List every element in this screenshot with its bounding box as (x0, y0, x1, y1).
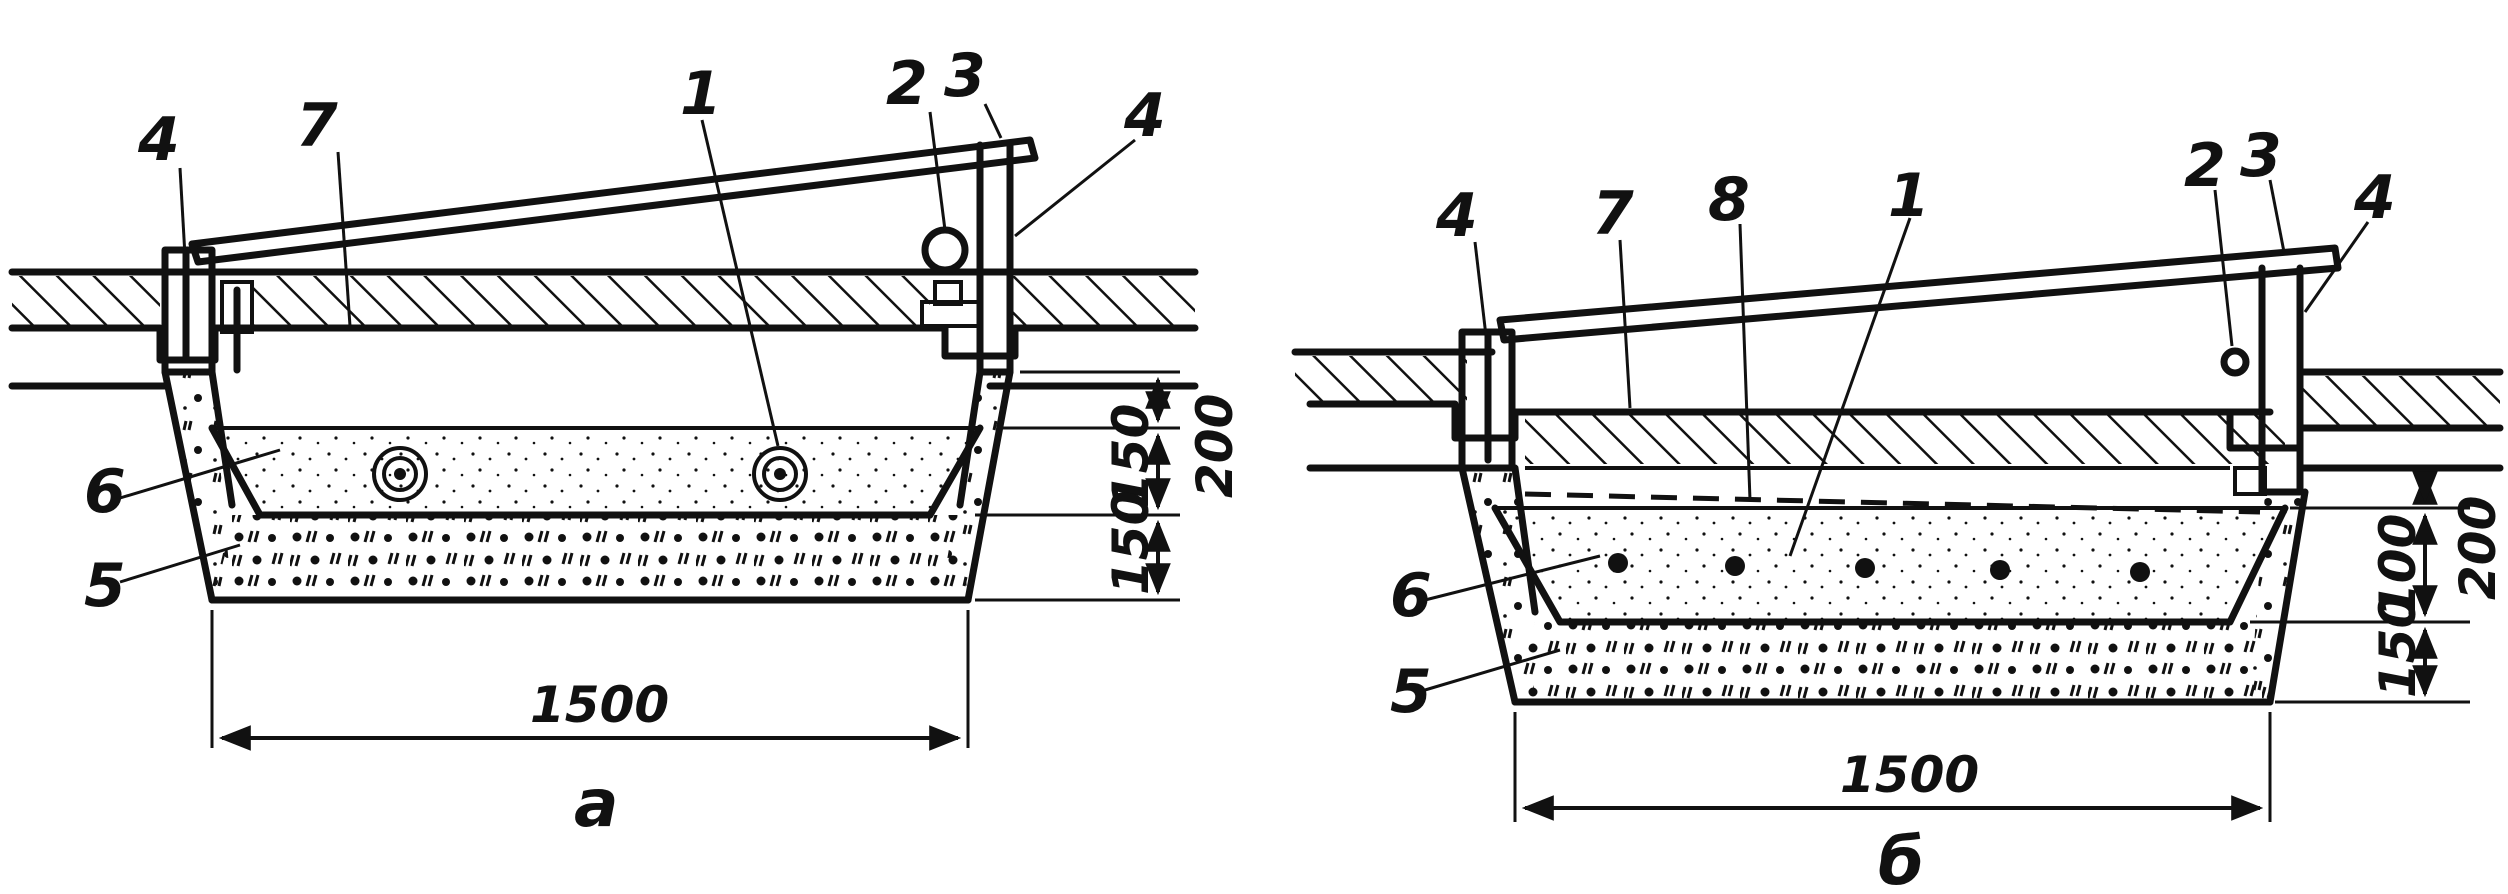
frame-glazing (1496, 244, 2342, 377)
layer-5-gravel (208, 515, 972, 604)
layer-5-gravel (1511, 622, 2274, 706)
dim-height-gravel: 150 (2369, 594, 2427, 698)
label-3: 3 (2240, 121, 2282, 191)
dimension-lines (210, 370, 1180, 751)
pipe-left (372, 446, 428, 502)
cable-dot (1990, 560, 2010, 580)
label-1: 1 (680, 59, 722, 129)
ground-surface (1291, 348, 2504, 464)
dim-height-sand: 150 (1102, 404, 1160, 508)
heating-pipes (372, 446, 808, 502)
dim-height-gravel: 150 (1102, 491, 1160, 595)
label-3: 3 (944, 41, 986, 111)
caption-a: а (574, 765, 619, 842)
label-4-left: 4 (137, 105, 180, 175)
dim-height-sand: 100 (2369, 514, 2427, 618)
heating-cables (1608, 553, 2150, 582)
label-2: 2 (886, 49, 928, 119)
label-7: 7 (296, 91, 338, 161)
pipe-right (752, 446, 808, 502)
dim-width: 1500 (530, 676, 669, 734)
label-4-right: 4 (2353, 163, 2396, 233)
dimension-lines (1513, 466, 2470, 822)
leader-lines (1424, 179, 2370, 692)
dim-total: 200 (1186, 394, 1244, 498)
label-2: 2 (2184, 131, 2226, 201)
label-6: 6 (1390, 561, 1432, 631)
cable-dot (2130, 562, 2150, 582)
cable-dot (1855, 558, 1875, 578)
label-8: 8 (1708, 165, 1750, 235)
panel-b: 4 7 8 1 2 3 4 6 5 1500 100 150 200 б (1291, 121, 2507, 894)
dimension-texts: 1500 150 150 200 а (530, 394, 1244, 842)
label-5: 5 (84, 551, 126, 621)
label-6: 6 (84, 457, 126, 527)
leader-lines (119, 103, 1136, 584)
left-post (1458, 328, 1516, 472)
panel-a: 4 7 1 2 3 4 6 5 1500 150 150 200 а (8, 41, 1244, 842)
label-4-left: 4 (1435, 181, 1478, 251)
labels: 4 7 8 1 2 3 4 6 5 (1390, 121, 2396, 727)
cable-dot (1725, 556, 1745, 576)
dimension-texts: 1500 100 150 200 б (1840, 496, 2507, 894)
caption-b: б (1878, 823, 1924, 894)
heating-mesh-8 (1524, 491, 2261, 515)
label-1: 1 (1888, 161, 1930, 231)
dim-width: 1500 (1840, 746, 1979, 804)
ground-surface (8, 268, 1199, 328)
label-5: 5 (1390, 657, 1432, 727)
layer-6-sand (1491, 504, 2289, 626)
left-post (161, 246, 254, 376)
layer-6-sand (208, 424, 984, 519)
right-post (920, 141, 1014, 376)
label-4-right: 4 (1123, 81, 1166, 151)
dim-total: 200 (2449, 496, 2507, 600)
right-post (2233, 264, 2304, 496)
label-7: 7 (1592, 179, 1634, 249)
cable-dot (1608, 553, 1628, 573)
labels: 4 7 1 2 3 4 6 5 (84, 41, 1166, 621)
